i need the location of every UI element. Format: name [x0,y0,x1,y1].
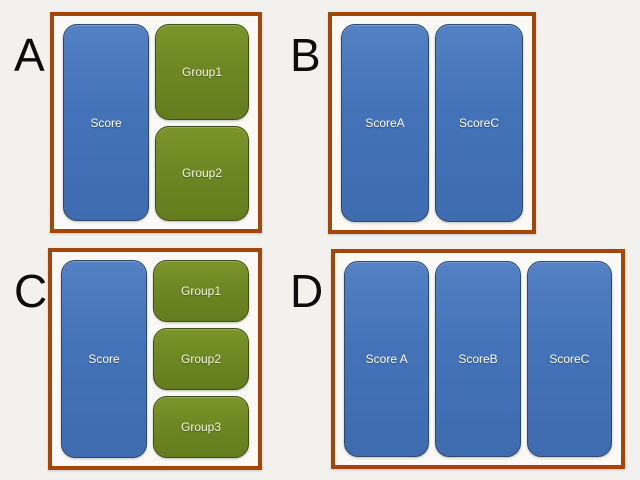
panel-d: Score A ScoreB ScoreC [331,249,625,469]
panel-letter-d: D [290,265,324,317]
panel-letter-a: A [14,29,45,81]
panel-b-content: ScoreA ScoreC [332,16,532,230]
box-score-c: Score [61,260,147,458]
panel-a: Score Group1 Group2 [50,12,262,233]
box-scoreb-d: ScoreB [435,261,521,457]
panel-a-content: Score Group1 Group2 [54,16,258,229]
box-scorea-d: Score A [344,261,430,457]
box-group2-a: Group2 [155,125,249,221]
box-group2-c: Group2 [153,328,249,390]
box-score-a: Score [63,24,149,221]
panel-d-content: Score A ScoreB ScoreC [335,253,621,465]
box-scorec-b: ScoreC [435,24,523,222]
box-scorec-d: ScoreC [526,261,612,457]
panel-b: ScoreA ScoreC [328,12,536,234]
box-group1-a: Group1 [155,24,249,120]
panel-letter-c: C [14,265,48,317]
panel-a-group-column: Group1 Group2 [155,24,249,221]
box-group1-c: Group1 [153,260,249,322]
box-group3-c: Group3 [153,396,249,458]
panel-letter-b: B [290,29,321,81]
panel-c-group-column: Group1 Group2 Group3 [153,260,249,458]
panel-c-content: Score Group1 Group2 Group3 [52,252,258,466]
box-scorea-b: ScoreA [341,24,429,222]
panel-c: Score Group1 Group2 Group3 [48,248,262,470]
